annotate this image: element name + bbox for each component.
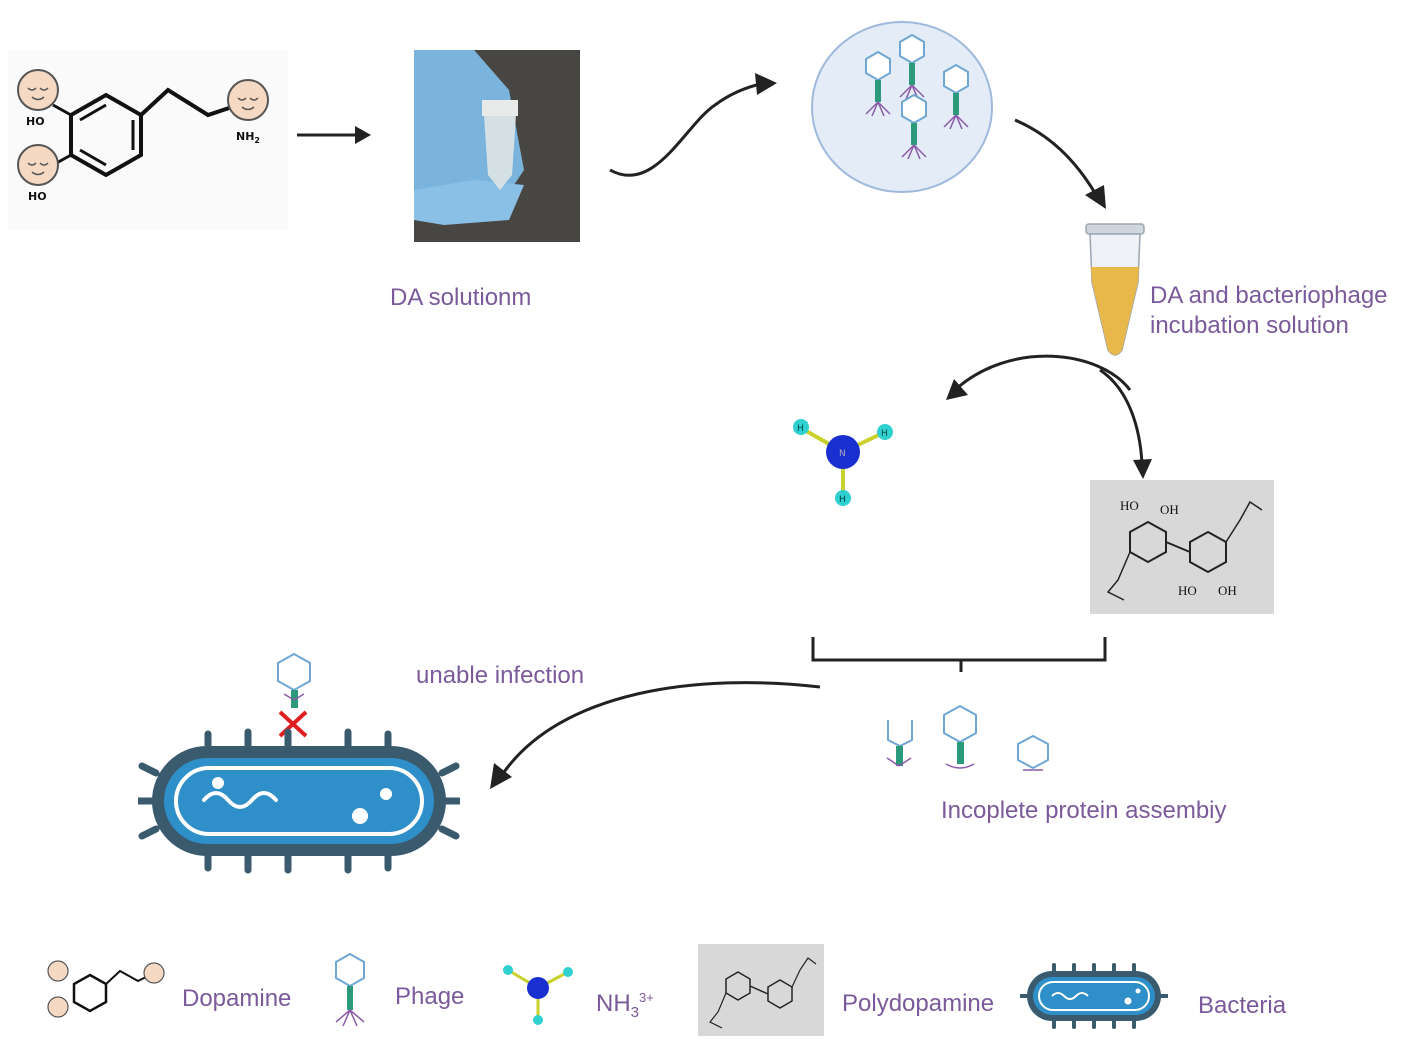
ammonia-molecule-icon: H H H N (793, 419, 893, 506)
ho-label: HO (28, 190, 47, 203)
dopamine-molecule: HO HO NH2 (8, 50, 288, 230)
bacterium-icon (138, 728, 460, 874)
da-solution-label: DA solutionm (390, 284, 532, 311)
red-cross-icon (278, 710, 308, 738)
nh2-label: NH2 (236, 130, 260, 145)
svg-text:OH: OH (1218, 583, 1237, 598)
curve-arrow-icon (490, 681, 821, 789)
polydopamine-structure-icon: HO OH HO OH (1090, 480, 1274, 614)
phage-legend-icon (335, 952, 365, 1027)
incomplete-phage-icons (886, 704, 1049, 771)
dopamine-legend-icon (47, 960, 165, 1018)
arrow-right-icon (297, 126, 371, 144)
incubation-label-line2: incubation solution (1150, 312, 1349, 339)
bacteria-legend-icon (1020, 963, 1168, 1029)
incomplete-assembly-label: Incoplete protein assembiy (941, 797, 1227, 824)
svg-text:OH: OH (1160, 502, 1179, 517)
polydopamine-legend-icon (698, 944, 824, 1036)
smile-face-icon (227, 79, 269, 121)
legend-nh3-label: NH33+ (596, 990, 654, 1021)
blocked-phage-icon (277, 652, 311, 738)
curve-arrow-icon (1014, 118, 1106, 209)
incubation-label-line1: DA and bacteriophage (1150, 282, 1388, 309)
svg-text:N: N (839, 449, 846, 459)
phage-cluster-icon (811, 21, 993, 193)
curve-arrow-icon (609, 73, 777, 177)
svg-text:HO: HO (1120, 498, 1139, 513)
ammonia-legend-icon (503, 965, 573, 1025)
svg-text:H: H (839, 495, 846, 505)
ho-label: HO (26, 115, 45, 128)
svg-text:H: H (881, 429, 888, 439)
legend-phage-label: Phage (395, 983, 465, 1010)
legend-dopamine-label: Dopamine (182, 985, 292, 1012)
eppendorf-tube-icon (1085, 223, 1145, 356)
smile-face-icon (17, 69, 59, 111)
unable-infection-label: unable infection (416, 662, 585, 689)
legend-bacteria-label: Bacteria (1198, 992, 1287, 1019)
svg-text:HO: HO (1178, 583, 1197, 598)
smile-face-icon (17, 144, 59, 186)
branch-arrows (946, 354, 1152, 479)
svg-text:H: H (797, 424, 804, 434)
legend-polydopamine-label: Polydopamine (842, 990, 995, 1017)
vial-photo-icon (414, 50, 580, 242)
bracket (811, 637, 1107, 672)
